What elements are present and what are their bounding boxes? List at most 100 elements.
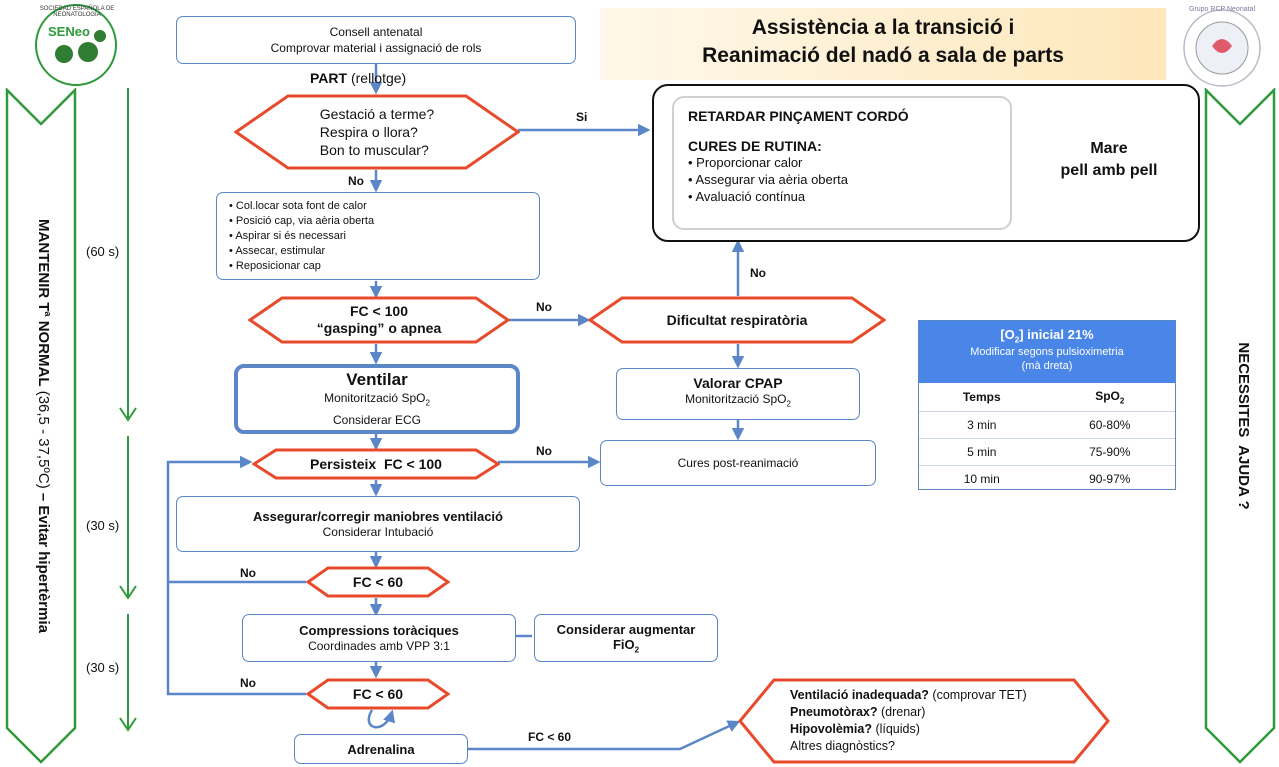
- post-text: Cures post-reanimació: [677, 456, 799, 470]
- question-gestacio: Gestació a terme?: [319, 106, 435, 122]
- time-60s: (60 s): [86, 244, 120, 259]
- fc100-line-1: FC < 100: [350, 303, 408, 319]
- row-spo2: 60-80%: [1044, 411, 1175, 439]
- compressions-box: Compressions toràciques Coordinades amb …: [242, 614, 516, 662]
- title-line-2: Reanimació del nadó a sala de parts: [702, 44, 1064, 67]
- fio2-box: Considerar augmentar FiO2: [534, 614, 718, 662]
- diagnostic-item: Pneumotòrax? (drenar): [790, 704, 925, 721]
- decision-persisteix: Persisteix FC < 100: [252, 448, 500, 480]
- time-30s-b: (30 s): [86, 660, 120, 675]
- oxygen-table-header: [O2] inicial 21% Modificar segons pulsio…: [919, 321, 1175, 383]
- compressions-title: Compressions toràciques: [299, 622, 459, 638]
- persisteix-text: Persisteix FC < 100: [310, 456, 442, 472]
- col-spo2-label: SpO: [1095, 388, 1120, 403]
- diagnostic-item: Ventilació inadequada? (comprovar TET): [790, 687, 1027, 704]
- right-banner-text: NECESSITES AJUDA ?: [1235, 342, 1252, 510]
- diagnostics-box: Ventilació inadequada? (comprovar TET) P…: [738, 678, 1110, 764]
- col-spo2: SpO2: [1045, 383, 1176, 412]
- banner-range: (36,5 - 37,5ºC): [35, 386, 52, 493]
- banner-tail: – Evitar hipertèrmia: [35, 492, 52, 633]
- adrenalina-box: Adrenalina: [294, 734, 468, 764]
- oxygen-table: [O2] inicial 21% Modificar segons pulsio…: [918, 320, 1176, 492]
- routine-item: • Assegurar via aèria oberta: [688, 172, 848, 187]
- assegurar-title: Assegurar/corregir maniobres ventilació: [253, 508, 503, 524]
- initial-step: Col.locar sota font de calor: [229, 199, 374, 214]
- col-temps: Temps: [962, 390, 1001, 404]
- mare-line-1: Mare: [1090, 140, 1128, 157]
- antenatal-line-2: Comprovar material i assignació de rols: [270, 41, 482, 55]
- o2-title-pre: [O: [1000, 327, 1015, 342]
- diag-rest: (comprovar TET): [928, 688, 1027, 702]
- seneo-logo: SOCIEDAD ESPAÑOLA DE NEONATOLOGÍA SENeo: [8, 2, 144, 88]
- adrenalina-text: Adrenalina: [347, 741, 415, 757]
- question-respira: Respira o llora?: [319, 124, 418, 140]
- diag-rest: Altres diagnòstics?: [790, 739, 895, 753]
- banner-main: MANTENIR T: [35, 219, 52, 312]
- diagnostic-item: Altres diagnòstics?: [790, 738, 895, 755]
- assegurar-box: Assegurar/corregir maniobres ventilació …: [176, 496, 580, 552]
- skin-to-skin: Mare pell amb pell: [1034, 138, 1184, 182]
- logo-ring-text: Grupo RCP Neonatal: [1188, 6, 1256, 13]
- page-title: Assistència a la transició i Reanimació …: [600, 14, 1166, 70]
- label-no-6: No: [240, 676, 256, 690]
- routine-subtitle: CURES DE RUTINA:: [688, 138, 822, 154]
- delay-clamp-title: RETARDAR PINÇAMENT CORDÓ: [688, 108, 909, 124]
- initial-step: Reposicionar cap: [229, 259, 374, 274]
- decision-fc60-a: FC < 60: [306, 566, 450, 598]
- decision-fc100: FC < 100 “gasping” o apnea: [248, 296, 510, 344]
- assegurar-intubacio: Considerar Intubació: [322, 524, 434, 539]
- routine-care-panel: [652, 84, 1200, 242]
- cpap-monitor: Monitorització SpO: [685, 392, 787, 407]
- title-line-1: Assistència a la transició i: [751, 16, 1015, 39]
- fio2-label: FiO: [612, 636, 635, 652]
- part-rest: (rellotge): [347, 70, 407, 86]
- diag-rest: (líquids): [871, 722, 920, 736]
- diag-bold: Ventilació inadequada?: [790, 688, 929, 702]
- fc60b-text: FC < 60: [352, 686, 404, 702]
- part-bold: PART: [310, 70, 348, 86]
- title-band: [600, 8, 1166, 80]
- fc60a-text: FC < 60: [352, 574, 404, 590]
- label-no-3: No: [750, 266, 766, 280]
- decision-dificultat: Dificultat respiratòria: [588, 296, 886, 344]
- mare-line-2: pell amb pell: [1060, 162, 1158, 179]
- fio2-sub: 2: [634, 645, 640, 655]
- row-time: 5 min: [919, 438, 1045, 466]
- initial-step: Posició cap, via aèria oberta: [229, 214, 374, 229]
- label-fc60: FC < 60: [528, 730, 572, 744]
- routine-item-text: Avaluació contínua: [695, 189, 806, 204]
- label-si: Si: [576, 110, 588, 124]
- fc100-line-2: “gasping” o apnea: [316, 320, 442, 336]
- cpap-title: Valorar CPAP: [693, 375, 783, 392]
- o2-title-post: ] inicial 21%: [1019, 327, 1094, 342]
- ventilar-monitor: Monitorització SpO: [324, 391, 426, 406]
- antenatal-box: Consell antenatal Comprovar material i a…: [176, 16, 576, 64]
- decision-gestacio: Gestació a terme? Respira o llora? Bon t…: [234, 94, 520, 170]
- o2-title-sub: 2: [1014, 335, 1020, 345]
- routine-care-inner: RETARDAR PINÇAMENT CORDÓ CURES DE RUTINA…: [672, 96, 1012, 230]
- row-spo2: 75-90%: [1044, 438, 1175, 466]
- initial-step: Assecar, estimular: [229, 244, 374, 259]
- label-no-4: No: [536, 444, 552, 458]
- compressions-coord: Coordinades amb VPP 3:1: [308, 638, 450, 653]
- left-banner-text: MANTENIR Ta NORMAL (36,5 - 37,5ºC) – Evi…: [29, 126, 53, 726]
- ventilar-title: Ventilar: [346, 370, 408, 390]
- routine-item-text: Assegurar via aèria oberta: [695, 172, 848, 187]
- question-to: Bon to muscular?: [319, 142, 429, 158]
- fio2-line-1: Considerar augmentar: [556, 621, 696, 637]
- ventilar-ecg: Considerar ECG: [332, 412, 422, 427]
- right-banner-arrow: [1204, 88, 1276, 764]
- label-no-2: No: [536, 300, 552, 314]
- initial-steps-box: Col.locar sota font de calor Posició cap…: [216, 192, 540, 280]
- o2-subtitle-2: (mà dreta): [1021, 359, 1073, 372]
- logo-ring-text: SOCIEDAD ESPAÑOLA DE NEONATOLOGÍA: [39, 6, 115, 18]
- diagnostic-item: Hipovolèmia? (líquids): [790, 721, 920, 738]
- diag-bold: Pneumotòrax?: [790, 705, 878, 719]
- cpap-box: Valorar CPAP Monitorització SpO2: [616, 368, 860, 420]
- ventilar-sub: 2: [425, 398, 430, 408]
